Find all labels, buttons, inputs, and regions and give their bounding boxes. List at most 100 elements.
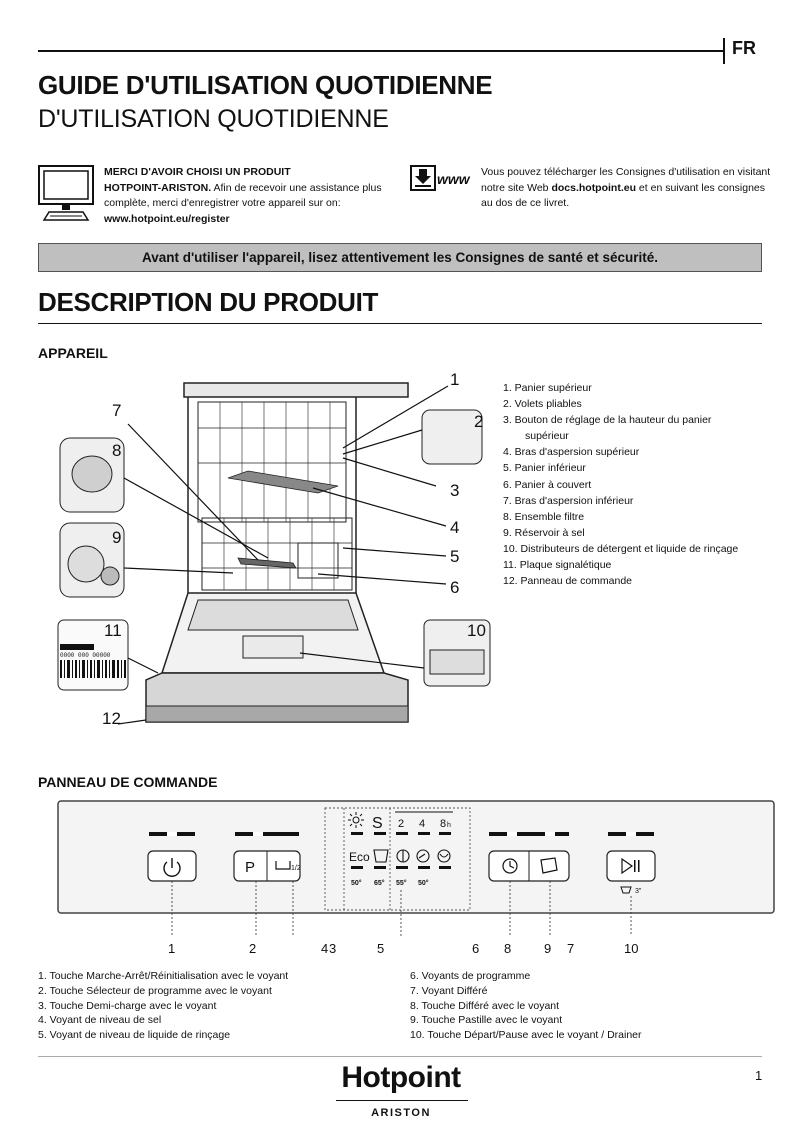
part-item: 6. Panier à couvert <box>503 478 592 491</box>
legend-item: 7. Voyant Différé <box>410 984 488 997</box>
legend-item: 6. Voyants de programme <box>410 970 531 982</box>
leader-lines <box>171 881 632 936</box>
part-item: 3. Bouton de réglage de la hauteur du pa… <box>503 414 712 427</box>
temp-label: 50° <box>418 879 429 887</box>
panel-callout-8: 8 <box>504 941 511 956</box>
download-url[interactable]: docs.hotpoint.eu <box>551 181 637 194</box>
lower-basket <box>201 517 353 591</box>
top-edge <box>183 382 409 398</box>
register-heading: MERCI D'AVOIR CHOISI UN PRODUIT <box>104 166 291 178</box>
delay-2h-label: 2 <box>398 818 404 830</box>
callout-5: 5 <box>450 547 459 566</box>
play-pause-icon <box>621 857 640 875</box>
part-item: 9. Réservoir à sel <box>503 526 585 539</box>
eco-label: Eco <box>349 850 370 864</box>
temp-label: 65° <box>374 879 385 887</box>
panel-callout-5: 5 <box>377 941 384 956</box>
language-code: FR <box>732 38 756 58</box>
legend-item: 5. Voyant de niveau de liquide de rinçag… <box>38 1029 231 1042</box>
half-load-label: 1/2 <box>291 865 301 872</box>
fast-icon <box>416 849 430 863</box>
callout-6: 6 <box>450 578 459 597</box>
part-item: 4. Bras d'aspersion supérieur <box>503 446 640 459</box>
upper-basket <box>197 401 347 523</box>
legend-item: 9. Touche Pastille avec le voyant <box>410 1014 563 1027</box>
register-text: MERCI D'AVOIR CHOISI UN PRODUIT HOTPOINT… <box>104 165 394 227</box>
callout-1: 1 <box>450 370 459 389</box>
drain-icon <box>620 886 632 894</box>
part-item: 2. Volets pliables <box>503 398 582 411</box>
parts-list: 1. Panier supérieur 2. Volets pliables 3… <box>503 380 773 589</box>
delay-4h-label: 4 <box>419 818 425 830</box>
section-title: DESCRIPTION DU PRODUIT <box>38 287 379 317</box>
part-item: 10. Distributeurs de détergent et liquid… <box>503 542 739 555</box>
legend-item: 4. Voyant de niveau de sel <box>38 1014 162 1027</box>
glass-icon <box>437 849 451 863</box>
clock-icon <box>502 858 518 874</box>
flaps-inset <box>421 409 483 465</box>
indicator-bars <box>149 832 654 836</box>
part-item: 12. Panneau de commande <box>503 575 633 588</box>
legend-item: 10. Touche Départ/Pause avec le voyant /… <box>410 1029 642 1042</box>
register-url[interactable]: www.hotpoint.eu/register <box>104 212 230 225</box>
page-subtitle: D'UTILISATION QUOTIDIENNE <box>38 105 389 133</box>
program-icons <box>373 849 451 863</box>
pot-icon <box>373 849 389 863</box>
register-brand: HOTPOINT-ARISTON. <box>104 181 212 194</box>
page-number: 1 <box>755 1068 763 1083</box>
half-load-icon <box>275 861 291 870</box>
callout-3: 3 <box>450 481 459 500</box>
lang-separator <box>723 38 725 64</box>
lower-spray-arm <box>237 557 297 569</box>
callout-11: 11 <box>104 621 122 640</box>
safety-warning-bar: Avant d'utiliser l'appareil, lisez atten… <box>38 243 762 272</box>
panel-callout-7: 7 <box>567 941 574 956</box>
barcode <box>60 660 126 678</box>
part-item: 1. Panier supérieur <box>503 382 592 394</box>
legend-item: 8. Touche Différé avec le voyant <box>410 999 560 1012</box>
part-item: 11. Plaque signalétique <box>503 559 612 572</box>
panel-callout-2: 2 <box>249 941 256 956</box>
temp-label: 55° <box>396 879 407 887</box>
panel-callout-10: 10 <box>624 941 638 956</box>
callout-9: 9 <box>112 528 121 547</box>
program-p-label: P <box>245 859 255 876</box>
led-row-bottom <box>351 866 451 869</box>
brand-logo: Hotpoint <box>341 1061 461 1094</box>
part-item: 8. Ensemble filtre <box>503 510 585 523</box>
salt-icon: S <box>372 815 383 832</box>
tablet-icon <box>540 857 558 874</box>
callout-2: 2 <box>474 412 483 431</box>
legend-item: 2. Touche Sélecteur de programme avec le… <box>38 984 272 997</box>
callout-10: 10 <box>467 621 486 640</box>
logo-rule <box>336 1100 468 1101</box>
section-rule <box>38 323 762 324</box>
panel-frame <box>57 800 775 914</box>
cutlery-basket <box>297 542 339 579</box>
www-label: www <box>437 171 471 187</box>
panel-callout-9: 9 <box>544 941 551 956</box>
panel-callout-3: 3 <box>329 941 336 956</box>
panel-callout-6: 6 <box>472 941 479 956</box>
control-legend-right: 6. Voyants de programme 7. Voyant Différ… <box>410 969 770 1043</box>
download-text: Vous pouvez télécharger les Consignes d'… <box>481 165 771 212</box>
download-body-1: Vous pouvez télécharger les Consignes d'… <box>481 166 771 194</box>
part-item: 7. Bras d'aspersion inférieur <box>503 494 634 507</box>
control-panel-heading: PANNEAU DE COMMANDE <box>38 774 218 790</box>
part-item: 5. Panier inférieur <box>503 462 586 475</box>
download-body-2: et en suivant les consignes au dos de ce… <box>481 181 766 210</box>
panel-callout-4: 4 <box>321 941 328 956</box>
legend-item: 1. Touche Marche-Arrêt/Réinitialisation … <box>38 970 289 982</box>
rating-plate-number: 0000 000 00000 <box>60 652 111 659</box>
drain-time-label: 3" <box>635 888 642 895</box>
legend-item: 3. Touche Demi-charge avec le voyant <box>38 999 217 1012</box>
rinse-aid-icon <box>348 812 364 828</box>
control-legend-left: 1. Touche Marche-Arrêt/Réinitialisation … <box>38 969 398 1043</box>
page-title: GUIDE D'UTILISATION QUOTIDIENNE <box>38 70 493 100</box>
callout-4: 4 <box>450 518 459 537</box>
power-icon <box>163 858 181 877</box>
computer-icon <box>38 165 94 221</box>
center-display-group <box>324 807 471 911</box>
top-rule <box>38 50 724 52</box>
detergent-dispenser <box>242 635 304 659</box>
